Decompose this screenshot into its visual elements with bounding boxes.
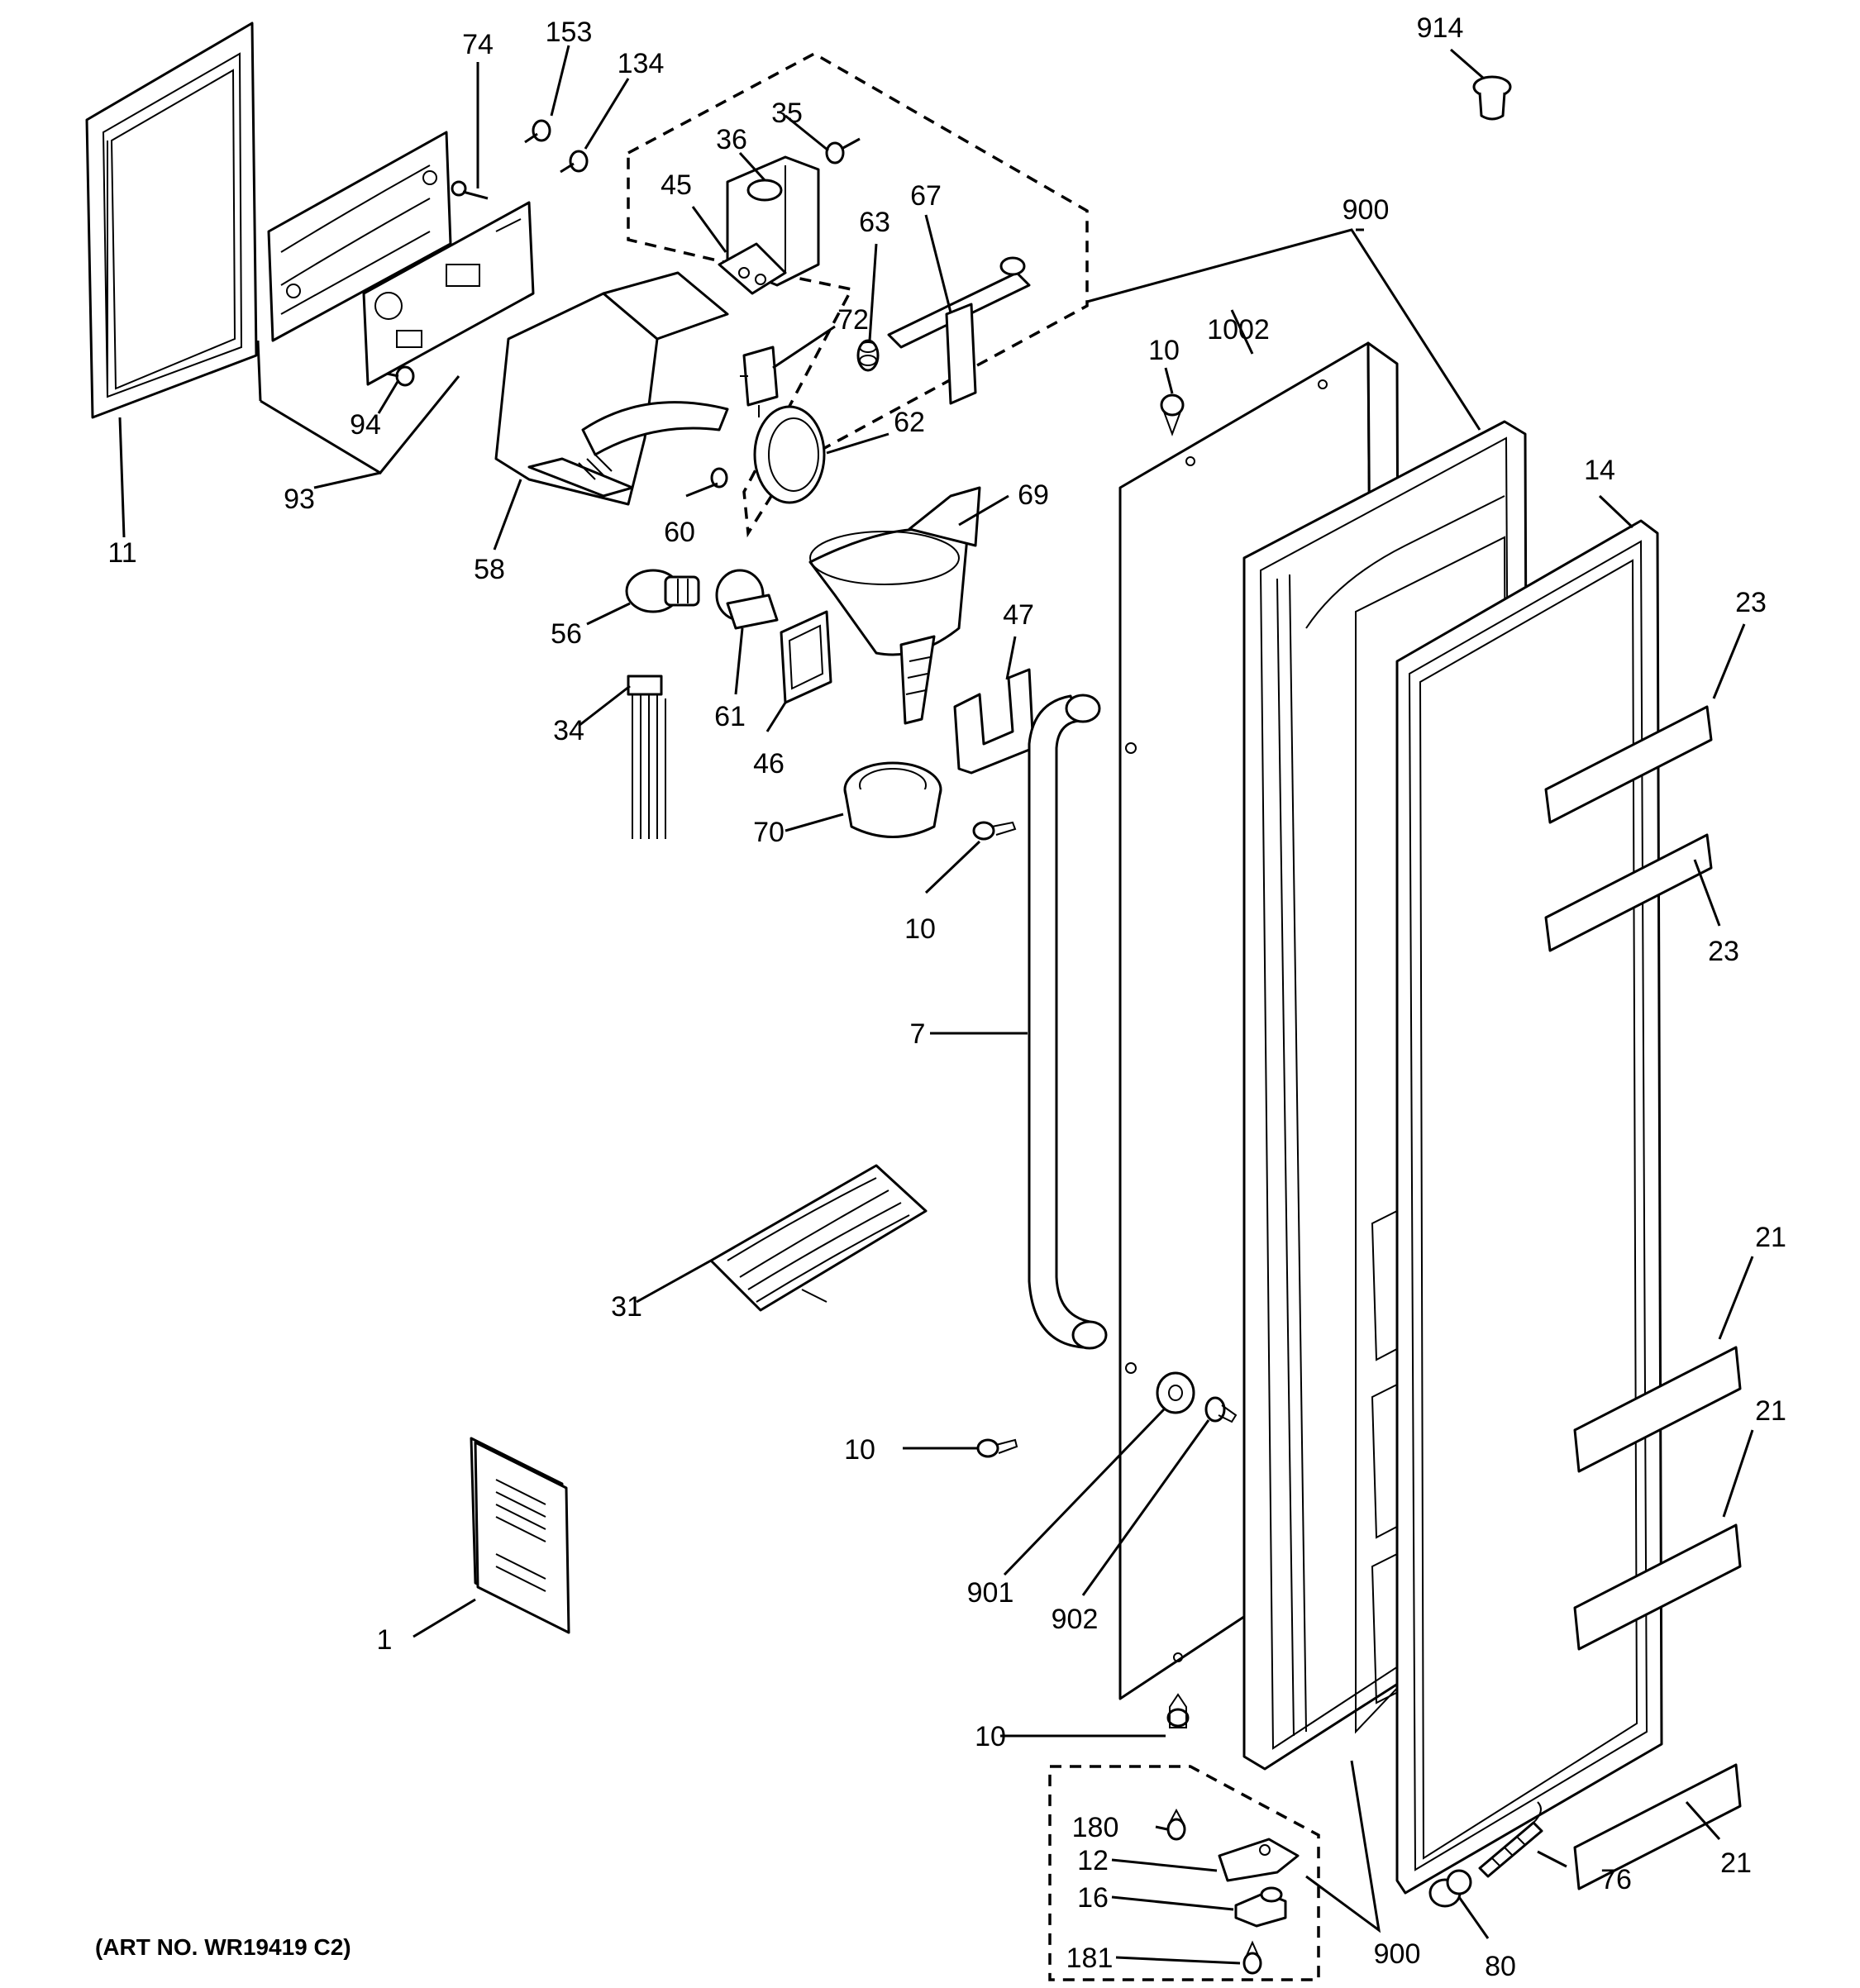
label-180: 180 — [1072, 1812, 1119, 1843]
label-902: 902 — [1052, 1604, 1099, 1635]
label-21-c: 21 — [1720, 1847, 1752, 1879]
part-74-wire — [451, 180, 489, 200]
label-31: 31 — [611, 1291, 642, 1323]
part-153-screw — [524, 119, 551, 144]
part-21-rail-b — [1573, 1523, 1742, 1651]
label-181: 181 — [1066, 1943, 1114, 1974]
part-47-bracket — [953, 668, 1035, 775]
part-10-screw-c — [976, 1438, 1018, 1458]
label-901: 901 — [967, 1577, 1014, 1609]
label-1: 1 — [377, 1624, 393, 1656]
part-21-rail-c — [1573, 1763, 1742, 1890]
part-58-housing — [494, 271, 729, 506]
label-63: 63 — [859, 207, 890, 238]
label-36: 36 — [716, 124, 747, 155]
part-76-spring — [1478, 1801, 1543, 1878]
part-94-screw — [386, 365, 415, 387]
callout-labels: 11 93 74 153 134 94 58 60 62 72 63 67 35… — [95, 12, 1786, 1982]
part-10-screw-a — [972, 821, 1017, 841]
part-21-rail-a — [1573, 1346, 1742, 1473]
label-10-c: 10 — [844, 1434, 875, 1466]
part-34-wire-harness — [627, 675, 666, 839]
label-914: 914 — [1417, 12, 1464, 44]
label-10-b: 10 — [1148, 335, 1180, 366]
label-16: 16 — [1077, 1882, 1109, 1914]
label-45: 45 — [661, 169, 692, 201]
label-60: 60 — [664, 517, 695, 548]
part-10-screw-b — [1160, 393, 1185, 436]
part-914-cap — [1472, 75, 1512, 121]
part-70-ring — [843, 761, 942, 838]
label-46: 46 — [753, 748, 785, 779]
part-10-screw-d — [1166, 1693, 1190, 1728]
part-181-screw — [1242, 1940, 1262, 1975]
part-61-actuator — [715, 569, 779, 630]
label-61: 61 — [714, 701, 746, 732]
label-12: 12 — [1077, 1845, 1109, 1876]
label-900-a: 900 — [1343, 194, 1390, 226]
label-1002: 1002 — [1207, 314, 1270, 346]
part-1-manual — [470, 1437, 570, 1634]
label-23-a: 23 — [1735, 587, 1767, 618]
part-901-washer — [1156, 1371, 1195, 1414]
label-7: 7 — [910, 1018, 926, 1050]
label-58: 58 — [474, 554, 505, 585]
label-14: 14 — [1584, 455, 1615, 486]
part-45-plate — [718, 242, 787, 295]
label-23-b: 23 — [1708, 936, 1739, 967]
part-14-gasket — [1395, 519, 1663, 1895]
part-72-switch — [740, 346, 779, 417]
part-134-screw — [560, 150, 589, 174]
label-10-a: 10 — [904, 913, 936, 945]
part-7-handle — [1028, 694, 1108, 1350]
dashed-group-upper — [627, 51, 1089, 538]
part-11-bezel-frame — [85, 21, 258, 419]
label-134: 134 — [618, 48, 665, 79]
part-56-light-socket — [625, 569, 700, 613]
label-72: 72 — [837, 304, 869, 336]
part-67-bracket — [887, 256, 1031, 405]
label-47: 47 — [1003, 599, 1034, 631]
label-56: 56 — [551, 618, 582, 650]
label-11: 11 — [107, 537, 136, 569]
part-80-bushing — [1428, 1869, 1472, 1908]
leader-lines — [118, 45, 1754, 1965]
part-23-rail-a — [1544, 705, 1713, 824]
part-35-screw — [825, 137, 861, 164]
label-21-a: 21 — [1755, 1222, 1786, 1253]
label-76: 76 — [1600, 1864, 1632, 1895]
dashed-group-hinge — [1048, 1765, 1320, 1981]
label-69: 69 — [1018, 479, 1049, 511]
label-94: 94 — [350, 409, 381, 441]
part-902-screw — [1204, 1396, 1238, 1423]
label-10-d: 10 — [975, 1721, 1006, 1752]
part-46-flap — [780, 610, 832, 704]
part-180-screw — [1166, 1808, 1186, 1841]
part-93-control-panel — [267, 131, 535, 386]
label-80: 80 — [1485, 1951, 1516, 1982]
label-34: 34 — [553, 715, 584, 746]
label-21-b: 21 — [1755, 1395, 1786, 1427]
label-74: 74 — [462, 29, 494, 60]
part-31-drip-tray — [709, 1164, 928, 1312]
label-62: 62 — [894, 407, 925, 438]
label-67: 67 — [910, 180, 942, 212]
label-153: 153 — [546, 17, 593, 48]
part-23-rail-b — [1544, 833, 1713, 952]
part-16-hinge-pin — [1234, 1886, 1287, 1928]
label-70: 70 — [753, 817, 785, 848]
art-number: (ART NO. WR19419 C2) — [95, 1934, 351, 1960]
label-93: 93 — [284, 484, 315, 515]
label-900-b: 900 — [1374, 1938, 1421, 1970]
part-12-hinge — [1218, 1838, 1300, 1882]
part-60-screw — [710, 467, 728, 489]
part-63-spring — [856, 339, 880, 372]
part-69-chute — [808, 486, 981, 725]
label-35: 35 — [771, 98, 803, 129]
part-62-ring — [753, 405, 826, 504]
